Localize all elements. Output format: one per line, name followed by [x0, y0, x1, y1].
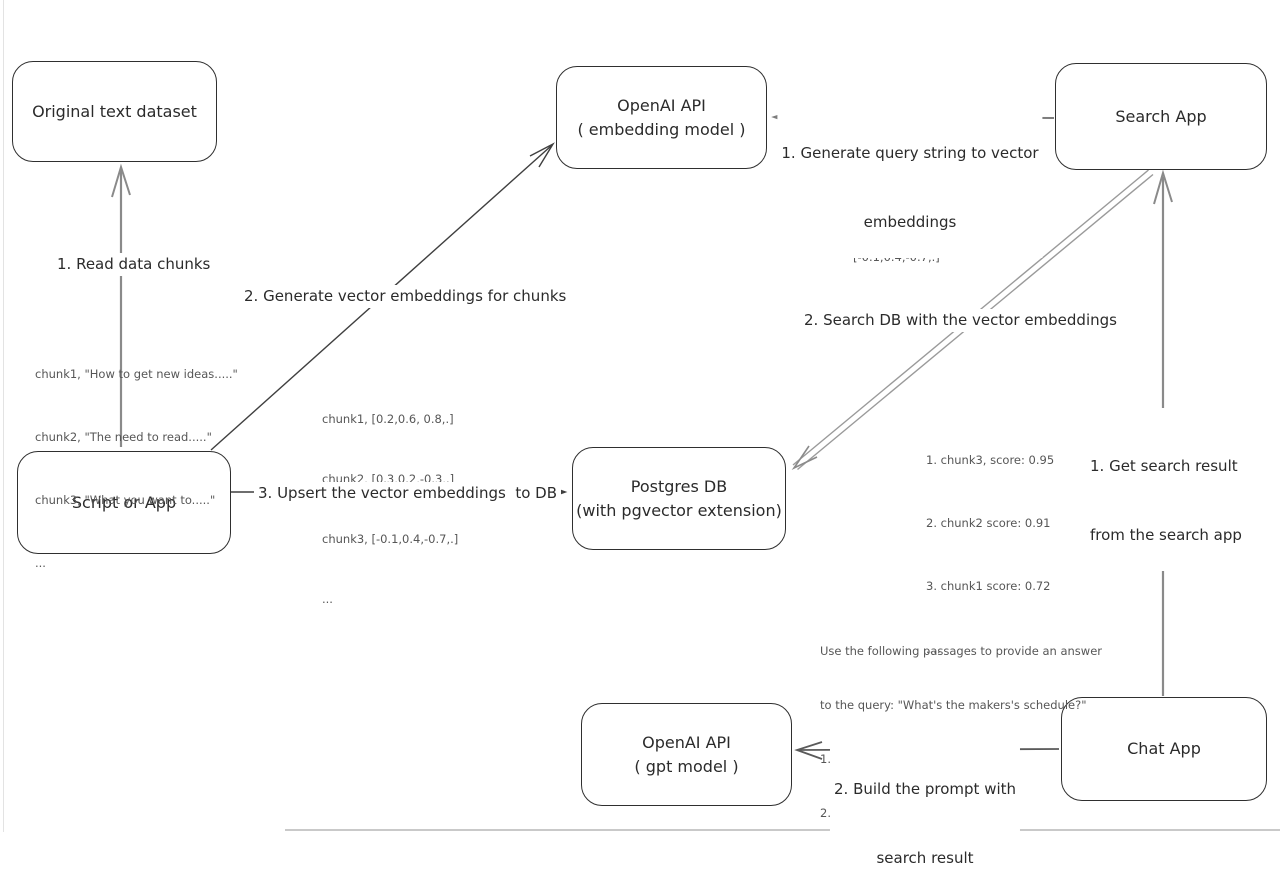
annotation-line: ... [35, 556, 46, 570]
label-search-db: 2. Search DB with the vector embeddings [800, 309, 1121, 333]
label-read-data-chunks: 1. Read data chunks [53, 253, 215, 277]
node-postgres-db: Postgres DB (with pgvector extension) [572, 447, 786, 550]
annotation-line: Use the following passages to provide an… [820, 644, 1102, 658]
label-generate-embeddings: 2. Generate vector embeddings for chunks [240, 285, 571, 309]
annotation-chunk-texts: chunk1, "How to get new ideas....." chun… [35, 322, 238, 595]
annotation-line: ... [322, 592, 333, 606]
node-openai-gpt-api: OpenAI API ( gpt model ) [581, 703, 792, 806]
annotation-line: chunk1, [0.2,0.6, 0.8,.] [322, 412, 454, 426]
annotation-line: 1. chunk3, score: 0.95 [926, 453, 1055, 467]
node-label-line1: OpenAI API [642, 732, 731, 752]
node-label-line2: ( gpt model ) [634, 756, 739, 776]
node-label: Script or App [71, 492, 177, 512]
annotation-line: chunk3, "What you want to....." [35, 493, 216, 507]
node-label: Original text dataset [32, 101, 197, 121]
label-line2: from the search app [1090, 526, 1242, 545]
node-original-text-dataset: Original text dataset [12, 61, 217, 162]
label-get-search-result: 1. Get search result from the search app [1086, 408, 1246, 571]
label-line1: 1. Get search result [1090, 456, 1238, 475]
annotation-line: chunk2, "The need to read....." [35, 430, 212, 444]
node-search-app: Search App [1055, 63, 1267, 170]
canvas-left-edge [3, 0, 4, 832]
annotation-line: to the query: "What's the makers's sched… [820, 698, 1087, 712]
label-line1: 2. Build the prompt with [833, 779, 1017, 798]
node-script-or-app: Script or App [17, 451, 231, 554]
node-label-line2: (with pgvector extension) [576, 500, 782, 520]
canvas-bottom-edge [285, 829, 1280, 831]
label-line2: search result [876, 849, 974, 868]
node-label-line1: OpenAI API [617, 95, 706, 115]
annotation-line: 3. chunk1 score: 0.72 [926, 579, 1051, 593]
node-label-line2: ( embedding model ) [577, 119, 746, 139]
annotation-line: .... [926, 642, 941, 656]
node-chat-app: Chat App [1061, 697, 1267, 801]
label-build-prompt: 2. Build the prompt with search result [829, 731, 1021, 894]
annotation-line: chunk3, [-0.1,0.4,-0.7,.] [322, 532, 459, 546]
label-generate-query-vector: 1. Generate query string to vector embed… [777, 95, 1043, 258]
annotation-line: 2. chunk2 score: 0.91 [926, 516, 1051, 530]
node-label-line1: Postgres DB [630, 476, 728, 496]
label-line1: 1. Generate query string to vector [781, 143, 1039, 162]
node-label: Search App [1115, 106, 1207, 126]
label-line2: embeddings [863, 213, 957, 232]
label-upsert-to-db: 3. Upsert the vector embeddings to DB [254, 482, 562, 506]
annotation-line: chunk1, "How to get new ideas....." [35, 367, 238, 381]
node-openai-embedding-api: OpenAI API ( embedding model ) [556, 66, 767, 169]
node-label: Chat App [1127, 739, 1201, 758]
